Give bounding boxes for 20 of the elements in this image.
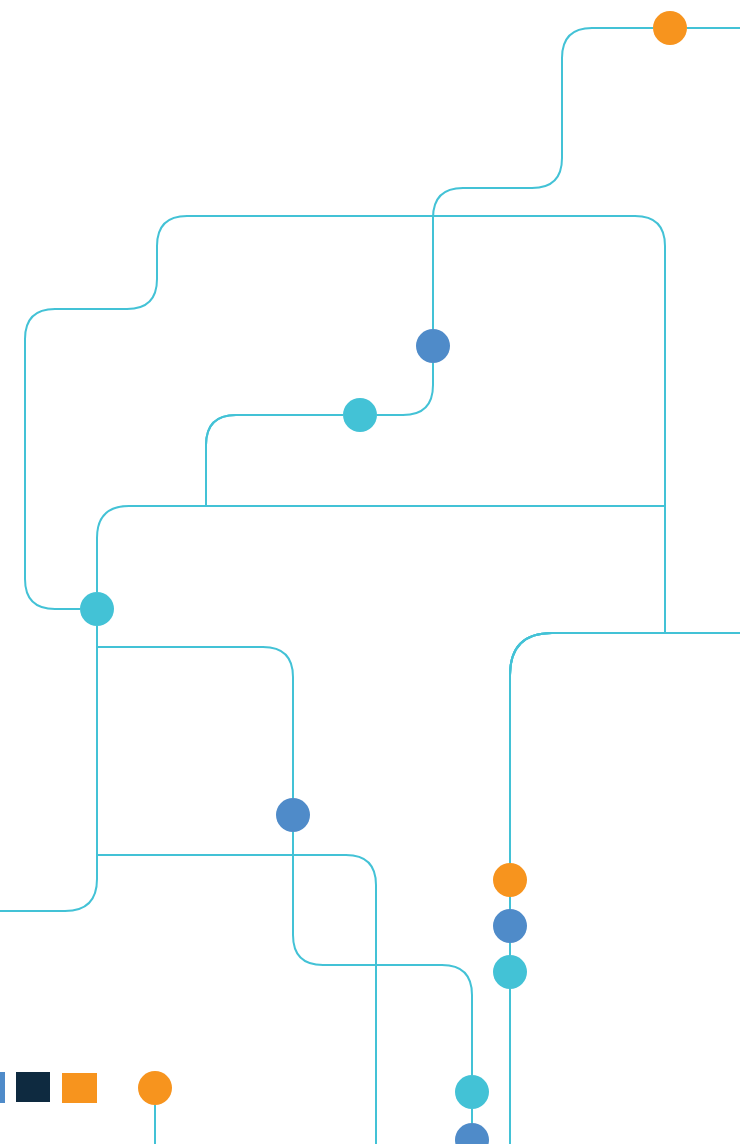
connector-line <box>0 625 98 912</box>
connector-line <box>292 831 473 1076</box>
dot <box>493 863 527 897</box>
dot <box>138 1071 172 1105</box>
dot <box>416 329 450 363</box>
connector-line <box>432 27 654 330</box>
connector-line <box>509 942 511 956</box>
connector-line <box>154 1104 156 1144</box>
connector-line <box>509 896 511 910</box>
dot <box>343 398 377 432</box>
connector-line <box>509 988 511 1144</box>
connector-line <box>686 27 740 29</box>
dot <box>276 798 310 832</box>
connector-line <box>471 1108 473 1124</box>
connector-line <box>376 362 434 416</box>
dot <box>80 592 114 626</box>
dot <box>653 11 687 45</box>
dot <box>493 955 527 989</box>
dot <box>455 1075 489 1109</box>
dot <box>493 909 527 943</box>
